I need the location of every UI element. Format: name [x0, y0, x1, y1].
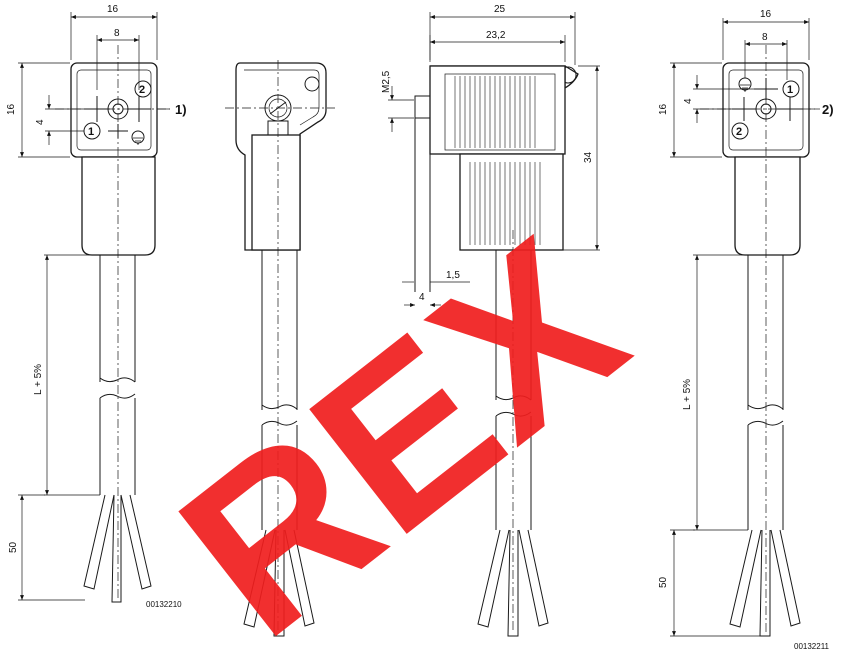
dim-width-8-right: 8 [762, 32, 768, 43]
grip-ribs-upper [454, 76, 536, 148]
dim-length-right: L + 5% [682, 379, 693, 410]
dim-height-34: 34 [583, 151, 594, 163]
dim-height-16: 16 [6, 103, 17, 115]
back-view [225, 60, 335, 637]
pin-number-2: 2 [139, 84, 145, 96]
dim-width-23-2: 23,2 [486, 30, 506, 41]
drawing-code-right: 00132211 [794, 642, 830, 651]
grip-ribs-lower [469, 162, 541, 245]
pin-number-1-right: 1 [787, 84, 793, 96]
dim-strip-50: 50 [8, 541, 19, 553]
side-view: 25 23,2 34 M2,5 1,5 4 [381, 4, 600, 637]
callout-ref-1: 1) [175, 102, 187, 117]
drawing-code-left: 00132210 [146, 600, 182, 609]
front-view-2: 1 2 16 8 16 4 2) L + 5% 50 0013221 [658, 9, 834, 651]
dim-width-25: 25 [494, 4, 506, 15]
dim-gap-4: 4 [419, 292, 425, 303]
pin-number-2-right: 2 [736, 126, 742, 138]
dim-pitch-4-right: 4 [683, 98, 694, 104]
dim-width-16-right: 16 [760, 9, 772, 20]
dim-gap-1-5: 1,5 [446, 270, 460, 281]
dim-width-8: 8 [114, 28, 120, 39]
dim-length: L + 5% [33, 364, 44, 395]
callout-ref-2: 2) [822, 102, 834, 117]
dim-strip-50-right: 50 [658, 576, 669, 588]
dim-thread-m2-5: M2,5 [381, 70, 392, 93]
pin-number-1: 1 [88, 126, 94, 138]
dim-pitch-4: 4 [35, 119, 46, 125]
watermark: REX [136, 191, 667, 652]
dim-height-16-right: 16 [658, 103, 669, 115]
front-view-1: 2 1 16 8 16 4 1) L + 5% [6, 4, 187, 609]
dim-width-16: 16 [107, 4, 119, 15]
watermark-text: REX [136, 191, 667, 652]
